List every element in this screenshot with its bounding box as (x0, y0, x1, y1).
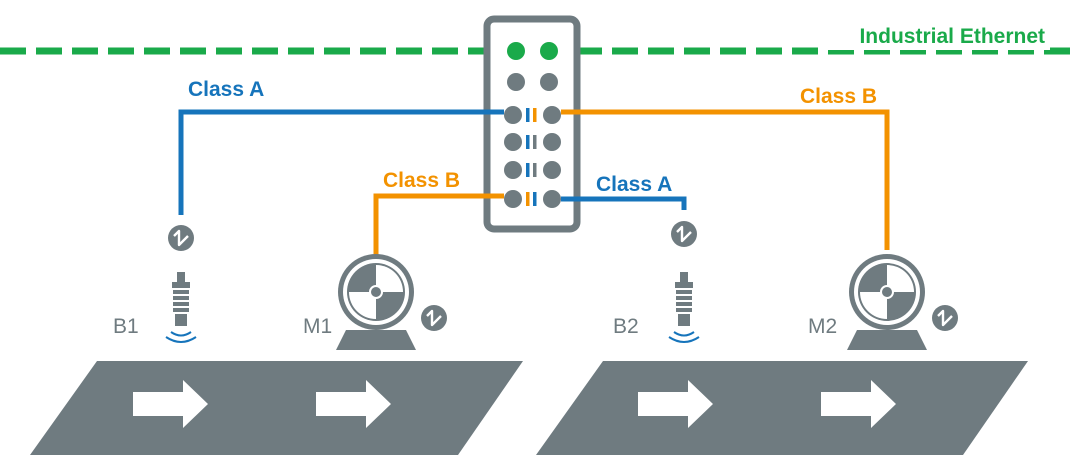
b1-sensor-icon (165, 271, 197, 343)
class-b-line-m2 (561, 109, 890, 250)
industrial-ethernet-label: Industrial Ethernet (859, 25, 1045, 48)
port-2-1 (507, 73, 525, 91)
b1-status-icon (166, 223, 196, 253)
ethernet-port-2 (540, 42, 558, 60)
ethernet-port-1 (507, 42, 525, 60)
class-a-label-b1: Class A (188, 78, 264, 101)
m1-label: M1 (303, 315, 332, 338)
conveyor-2 (536, 361, 1028, 455)
b2-sensor-icon (668, 271, 700, 343)
m2-label: M2 (808, 315, 837, 338)
class-a-line-b1 (178, 109, 504, 215)
m2-motor-icon (846, 253, 928, 351)
conveyor-1 (30, 361, 523, 455)
port-row-b1 (504, 106, 561, 124)
port-row-idle-2 (504, 161, 561, 179)
m1-status-icon (419, 303, 449, 333)
class-a-line-b2 (561, 196, 687, 210)
b1-label: B1 (113, 315, 139, 338)
port-row-m1 (504, 190, 561, 208)
b2-status-icon (669, 219, 699, 249)
m1-motor-icon (335, 253, 417, 351)
b2-label: B2 (613, 315, 639, 338)
io-link-master (483, 15, 581, 233)
ethernet-label-bg (828, 20, 1050, 50)
m2-status-icon (930, 303, 960, 333)
class-b-line-m1 (373, 193, 504, 262)
class-b-label-m2: Class B (800, 85, 877, 108)
class-b-label-m1: Class B (383, 169, 460, 192)
port-2-2 (540, 73, 558, 91)
class-a-label-b2: Class A (596, 173, 672, 196)
port-row-idle-1 (504, 133, 561, 151)
